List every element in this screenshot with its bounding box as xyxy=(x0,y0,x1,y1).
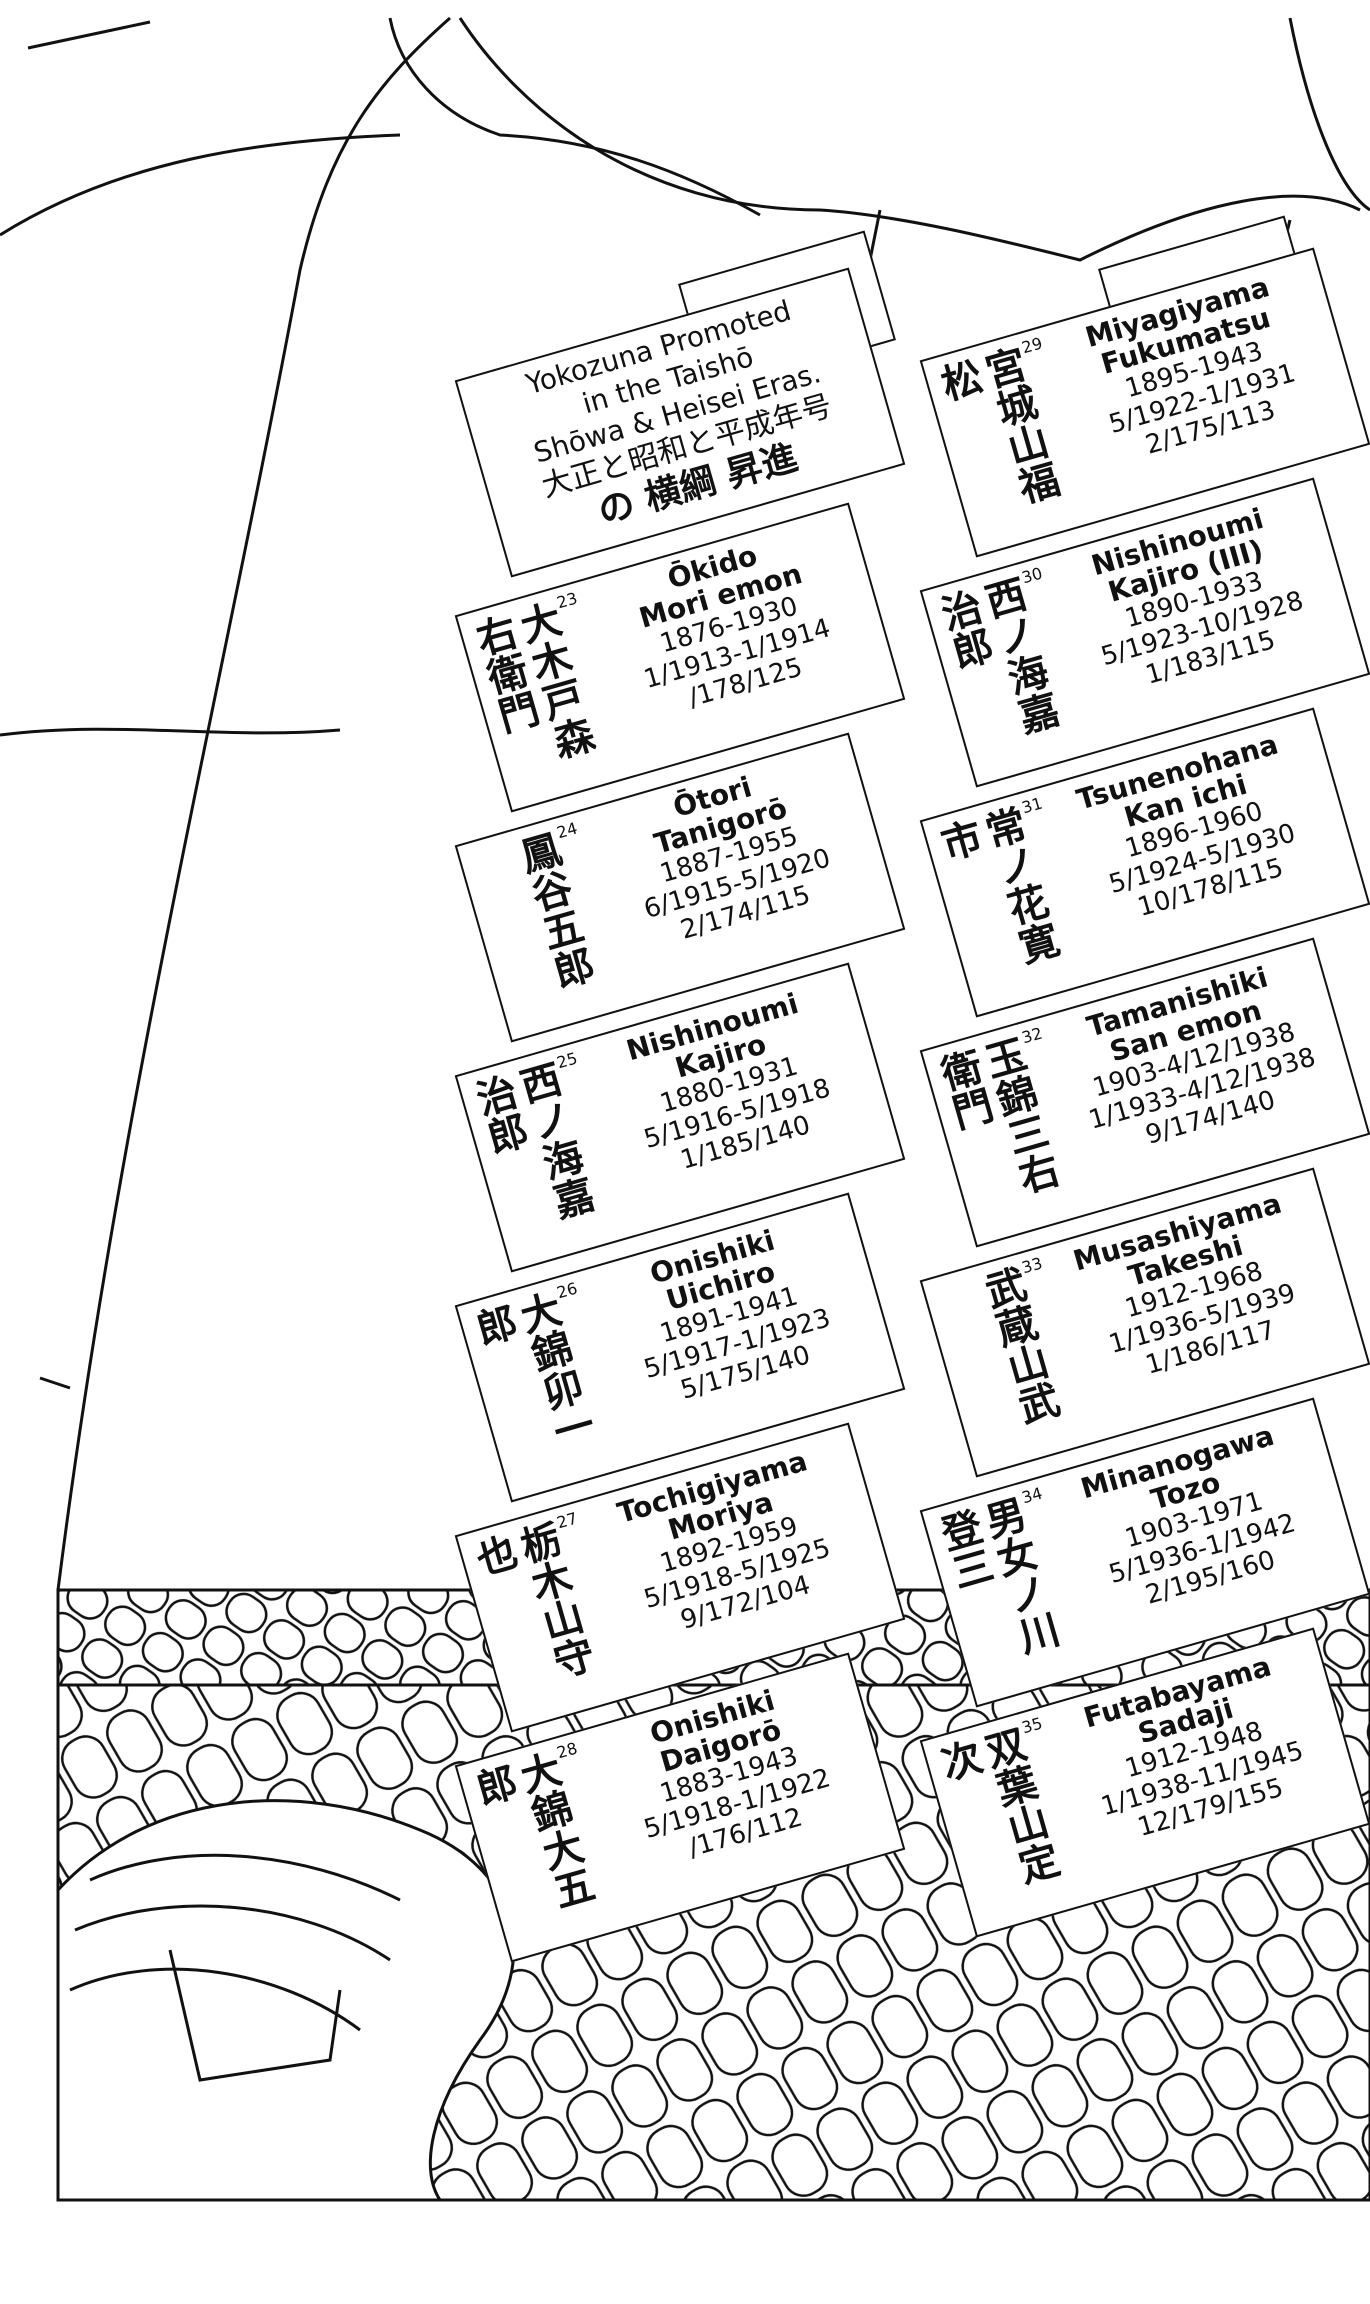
cloud-arc-1 xyxy=(388,17,761,217)
cloud-arc-2 xyxy=(458,17,1361,262)
body-curve xyxy=(56,16,451,1591)
top-left-line xyxy=(27,20,151,50)
